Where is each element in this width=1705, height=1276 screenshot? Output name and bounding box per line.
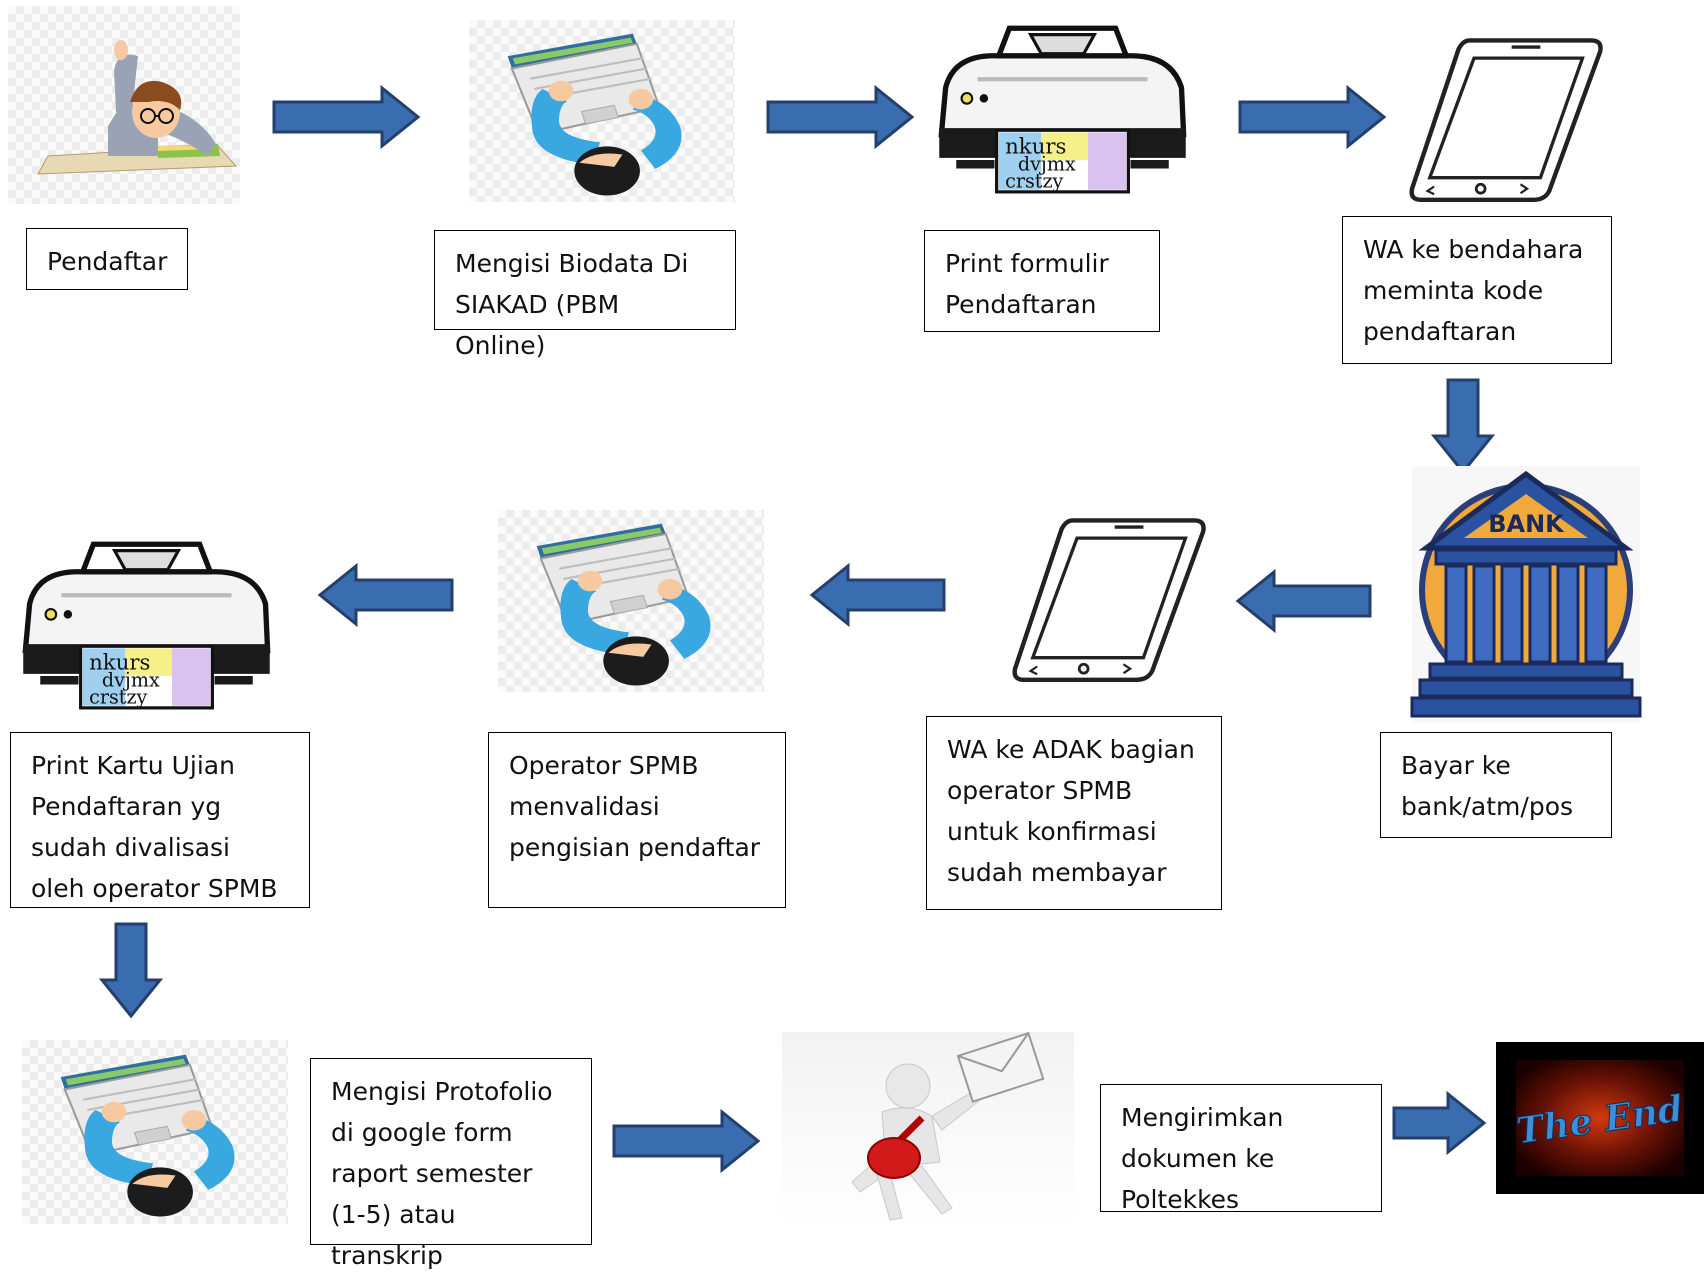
arrow-right-5 — [1392, 1090, 1487, 1156]
courier-icon — [782, 1031, 1074, 1224]
arrow-down-1 — [1430, 378, 1496, 475]
arrow-left-3 — [317, 562, 454, 628]
arrow-right-4 — [612, 1108, 761, 1174]
step-print-formulir: Print formulir Pendaftaran — [924, 230, 1160, 332]
step-wa-bendahara: WA ke bendahara meminta kode pendaftaran — [1342, 216, 1612, 364]
step-biodata: Mengisi Biodata Di SIAKAD (PBM Online) — [434, 230, 736, 360]
arrow-right-1 — [272, 84, 421, 150]
smartphone-icon — [1405, 36, 1605, 202]
laptop-user-icon-3 — [22, 1040, 288, 1224]
step-print-kartu: Print Kartu Ujian Pendaftaran yg sudah d… — [10, 732, 310, 908]
bank-icon: BANK — [1410, 466, 1642, 722]
arrow-down-2 — [98, 922, 164, 1019]
step-bayar: Bayar ke bank/atm/pos — [1380, 732, 1612, 838]
step-kirim: Mengirimkan dokumen ke Poltekkes — [1100, 1084, 1382, 1214]
laptop-user-icon — [469, 20, 735, 202]
arrow-right-2 — [766, 84, 915, 150]
step-portofolio: Mengisi Protofolio di google form raport… — [310, 1058, 592, 1270]
smartphone-icon-2 — [1008, 516, 1208, 682]
printer-icon-2 — [14, 540, 279, 710]
step-validasi: Operator SPMB menvalidasi pengisian pend… — [488, 732, 786, 908]
arrow-right-3 — [1238, 84, 1387, 150]
step-wa-adak: WA ke ADAK bagian operator SPMB untuk ko… — [926, 716, 1222, 910]
arrow-left-2 — [809, 562, 946, 628]
laptop-user-icon-2 — [498, 510, 764, 692]
the-end-icon: The End — [1496, 1042, 1704, 1194]
bank-sign-text: BANK — [1488, 510, 1565, 538]
printer-icon — [930, 24, 1195, 194]
step-pendaftar: Pendaftar — [26, 228, 188, 290]
student-icon — [8, 6, 240, 204]
arrow-left-1 — [1235, 568, 1372, 634]
